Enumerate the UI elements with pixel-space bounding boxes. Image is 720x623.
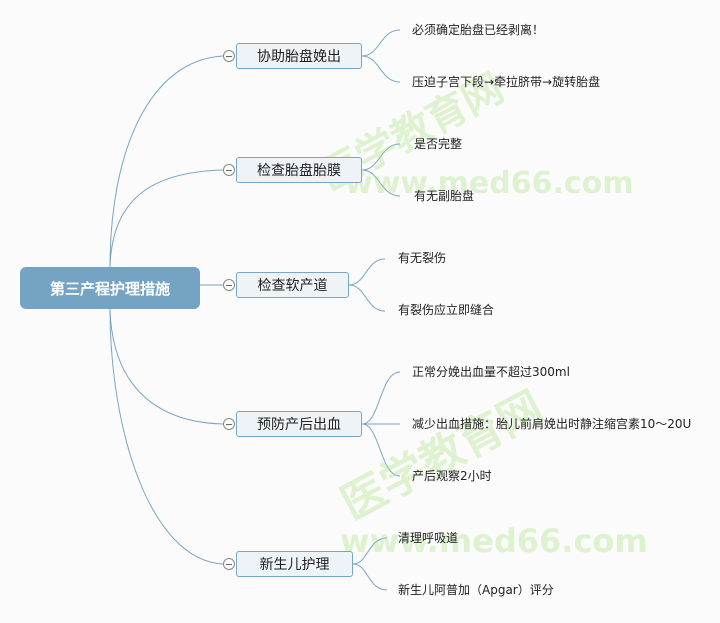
branch-node[interactable]: 新生儿护理 (236, 551, 353, 577)
leaf-node[interactable]: 压迫子宫下段→牵拉脐带→旋转胎盘 (412, 75, 601, 89)
leaf-node[interactable]: 清理呼吸道 (398, 531, 459, 545)
connector-root-branch-5 (109, 308, 224, 565)
connector-b2-leaf (361, 143, 401, 171)
branch-node[interactable]: 检查软产道 (236, 272, 349, 298)
connector-root-branch-2 (109, 169, 224, 268)
leaf-node[interactable]: 有无裂伤 (398, 251, 447, 265)
collapse-icon[interactable] (223, 558, 235, 570)
leaf-node[interactable]: 是否完整 (414, 137, 463, 151)
collapse-icon[interactable] (223, 50, 235, 62)
connector-root-branch-4 (109, 308, 224, 425)
connector-b2-leaf (361, 169, 401, 197)
leaf-node[interactable]: 必须确定胎盘已经剥离！ (412, 23, 545, 37)
connector-b3-leaf (348, 284, 386, 312)
leaf-node[interactable]: 新生儿阿普加（Apgar）评分 (398, 583, 554, 597)
connector-b5-leaf (352, 563, 388, 591)
branch-node[interactable]: 协助胎盘娩出 (236, 43, 362, 69)
connector-b1-leaf (361, 29, 401, 57)
collapse-icon[interactable] (223, 164, 235, 176)
connector-b4-leaf (361, 371, 401, 425)
connector-root-branch-1 (109, 55, 224, 268)
connector-b4-leaf (361, 423, 401, 477)
branch-node[interactable]: 预防产后出血 (236, 411, 362, 437)
leaf-node[interactable]: 有无副胎盘 (414, 189, 475, 203)
branch-node[interactable]: 检查胎盘胎膜 (236, 157, 362, 183)
connector-b1-leaf (361, 55, 401, 83)
root-node[interactable]: 第三产程护理措施 (20, 267, 200, 309)
leaf-node[interactable]: 有裂伤应立即缝合 (398, 303, 495, 317)
leaf-node[interactable]: 正常分娩出血量不超过300ml (412, 365, 570, 379)
connector-b5-leaf (352, 537, 388, 565)
collapse-icon[interactable] (223, 418, 235, 430)
leaf-node[interactable]: 产后观察2小时 (412, 469, 492, 483)
collapse-icon[interactable] (223, 279, 235, 291)
leaf-node[interactable]: 减少出血措施：胎儿前肩娩出时静注缩宫素10～20U (412, 417, 692, 431)
connector-b3-leaf (348, 258, 386, 286)
